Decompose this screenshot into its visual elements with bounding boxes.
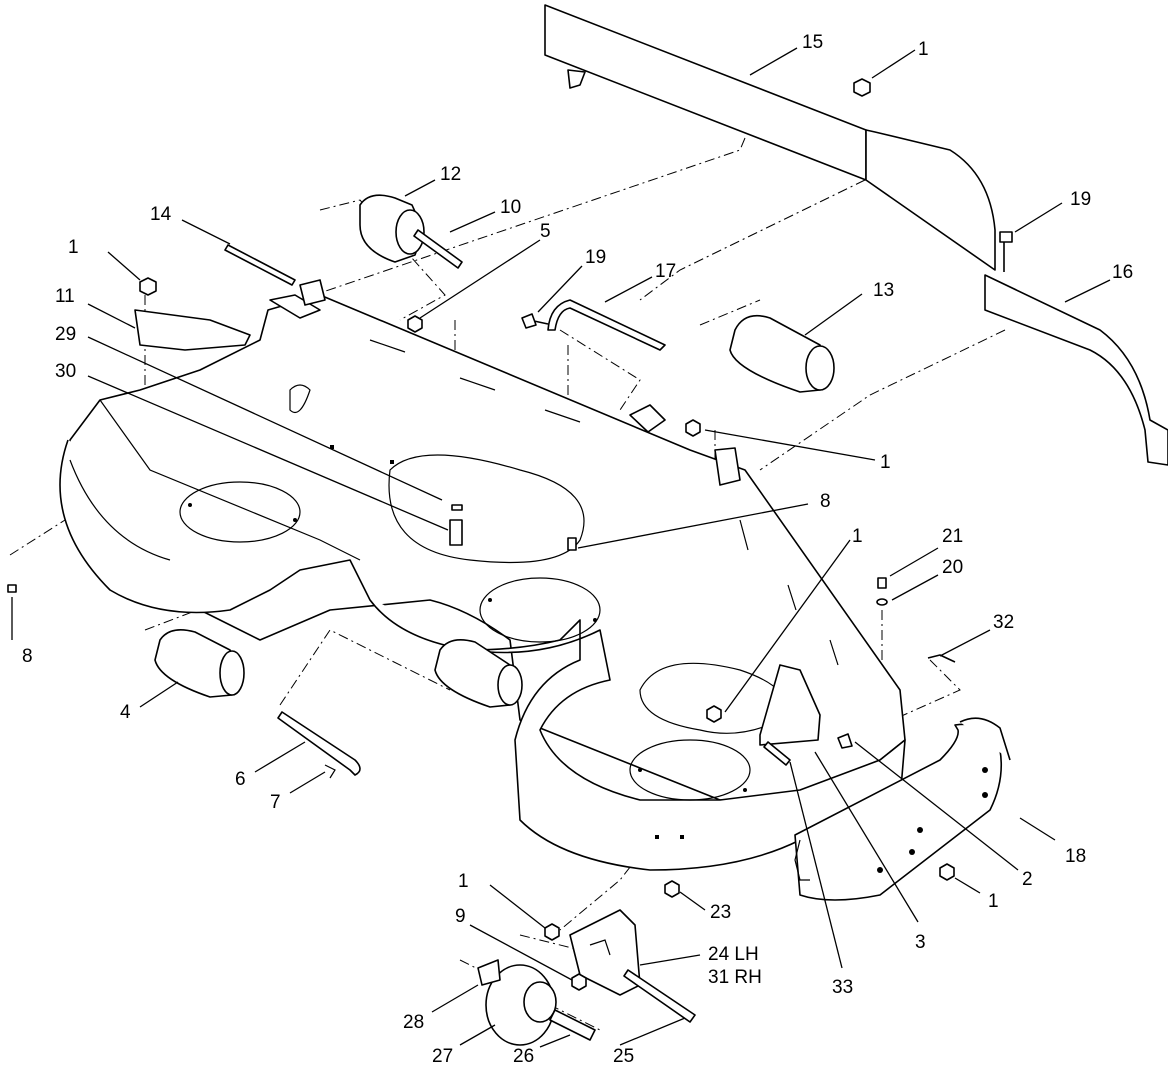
bolt-14 xyxy=(224,244,296,286)
callout-12: 12 xyxy=(440,164,461,185)
callout-32: 32 xyxy=(993,612,1014,633)
callout-33: 33 xyxy=(832,977,853,998)
rod-6 xyxy=(277,711,361,776)
callout-11: 11 xyxy=(55,286,75,307)
clip-7 xyxy=(324,764,336,779)
callout-31-rh: 31 RH xyxy=(708,967,762,988)
callout-26: 26 xyxy=(513,1046,534,1067)
leader-lines xyxy=(11,47,1111,1048)
rear-hinge-bracket xyxy=(269,279,741,486)
roller-4 xyxy=(154,629,245,698)
part-15-panel xyxy=(544,4,996,271)
deck-skirt xyxy=(59,439,906,871)
callout-17: 17 xyxy=(655,261,676,282)
bumper-18 xyxy=(794,717,1011,901)
callout-19: 19 xyxy=(1070,189,1091,210)
callout-8: 8 xyxy=(820,491,831,512)
callout-9: 9 xyxy=(455,906,466,927)
bracket-3 xyxy=(759,664,821,746)
callout-16: 16 xyxy=(1112,262,1133,283)
deck-slots xyxy=(188,339,839,839)
callout-3: 3 xyxy=(915,932,926,953)
callout-13: 13 xyxy=(873,280,894,301)
callout-1: 1 xyxy=(988,891,999,912)
callout-20: 20 xyxy=(942,557,963,578)
spindle-openings xyxy=(179,454,786,801)
callout-10: 10 xyxy=(500,197,521,218)
pin-10 xyxy=(413,229,463,269)
callout-1: 1 xyxy=(880,452,891,473)
roller-13 xyxy=(729,314,835,393)
roller-12 xyxy=(359,194,425,263)
callout-2: 2 xyxy=(1022,869,1033,890)
callout-29: 29 xyxy=(55,324,76,345)
bolt-25 xyxy=(623,969,696,1023)
callout-27: 27 xyxy=(432,1046,453,1067)
callout-18: 18 xyxy=(1065,846,1086,867)
callout-7: 7 xyxy=(270,792,281,813)
callout-6: 6 xyxy=(235,769,246,790)
callout-14: 14 xyxy=(150,204,172,225)
callout-21: 21 xyxy=(942,526,963,547)
callout-15: 15 xyxy=(802,32,823,53)
hardware-fasteners xyxy=(7,78,1013,991)
callout-30: 30 xyxy=(55,361,76,382)
roller-center xyxy=(434,639,523,708)
rod-17 xyxy=(547,299,666,351)
pin-33 xyxy=(763,741,791,766)
callout-4: 4 xyxy=(120,702,131,723)
part-16-rail xyxy=(984,274,1168,466)
callout-19: 19 xyxy=(585,247,606,268)
callout-1: 1 xyxy=(852,526,863,547)
callout-1: 1 xyxy=(458,871,469,892)
callout-labels: 15 1 19 16 12 14 10 5 19 17 13 1 11 29 3… xyxy=(22,32,1133,1067)
callout-8: 8 xyxy=(22,646,33,667)
callout-5: 5 xyxy=(540,221,551,242)
part-11-bracket xyxy=(134,309,251,351)
caster-wheel-27 xyxy=(477,959,557,1046)
callout-23: 23 xyxy=(710,902,731,923)
callout-1: 1 xyxy=(918,39,929,60)
callout-28: 28 xyxy=(403,1012,424,1033)
callout-1: 1 xyxy=(68,237,79,258)
spacer-26 xyxy=(549,1009,596,1041)
callout-25: 25 xyxy=(613,1046,634,1067)
callout-24-lh: 24 LH xyxy=(708,944,759,965)
